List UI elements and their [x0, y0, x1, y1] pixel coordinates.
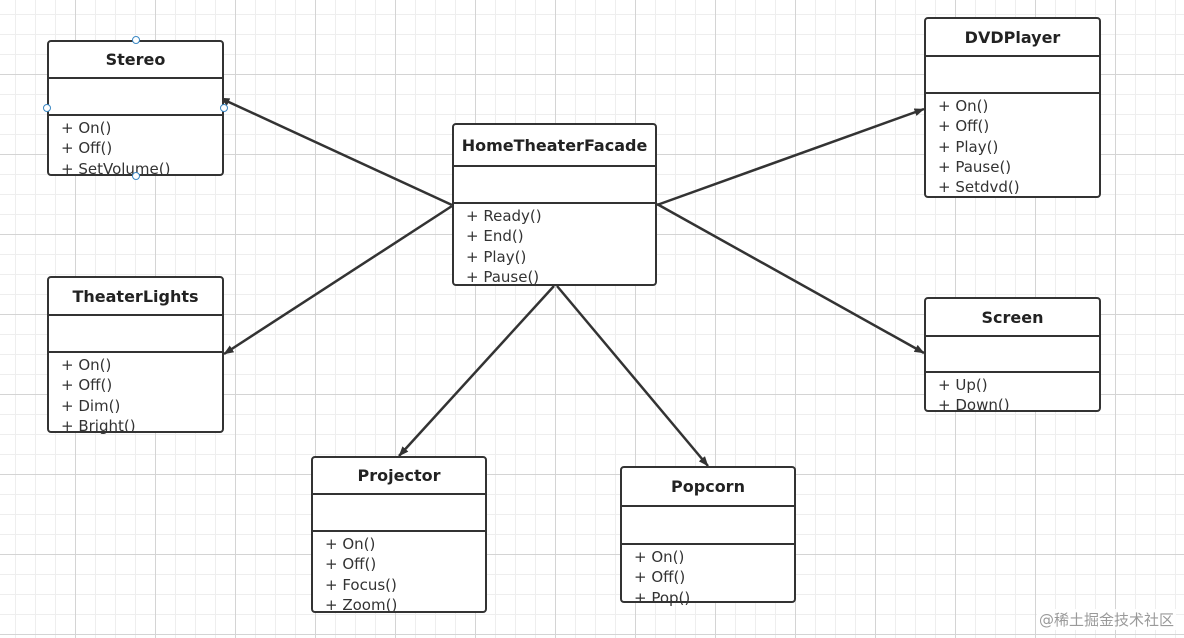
class-method: On()	[938, 96, 1099, 116]
class-method: End()	[466, 226, 655, 246]
class-method: Off()	[325, 554, 485, 574]
association-arrow-home-theater-facade-to-popcorn[interactable]	[556, 285, 709, 467]
selection-handle-bottom[interactable]	[131, 172, 140, 180]
class-box-screen[interactable]: ScreenUp()Down()	[924, 297, 1101, 414]
class-box-home-theater-facade[interactable]: HomeTheaterFacadeReady()End()Play()Pause…	[452, 123, 657, 286]
class-name: TheaterLights	[49, 278, 222, 316]
class-attributes-section	[313, 495, 485, 532]
class-name: Screen	[926, 299, 1099, 337]
class-method: Pause()	[466, 267, 655, 287]
class-method: Play()	[466, 247, 655, 267]
class-attributes-section	[49, 79, 222, 116]
class-box-stereo[interactable]: StereoOn()Off()SetVolume()	[47, 40, 224, 179]
class-attributes-section	[926, 57, 1099, 94]
class-method: Off()	[938, 116, 1099, 136]
class-method: Focus()	[325, 575, 485, 595]
class-name: Stereo	[49, 42, 222, 79]
class-attributes-section	[622, 507, 794, 545]
class-method: Up()	[938, 375, 1099, 395]
class-methods-section: On()Off()Dim()Bright()	[49, 353, 222, 436]
association-arrow-home-theater-facade-to-screen[interactable]	[656, 202, 925, 355]
watermark-label: @稀土掘金技术社区	[1036, 609, 1176, 630]
selection-handle-top[interactable]	[131, 36, 140, 44]
class-methods-section: On()Off()Pop()	[622, 545, 794, 608]
class-method: On()	[325, 534, 485, 554]
class-method: Off()	[61, 138, 222, 158]
selection-handle-right[interactable]	[220, 104, 228, 112]
class-name: HomeTheaterFacade	[454, 125, 655, 167]
association-arrow-home-theater-facade-to-stereo[interactable]	[219, 96, 453, 207]
class-methods-section: On()Off()Focus()Zoom()	[313, 532, 485, 615]
class-method: Off()	[634, 567, 794, 587]
class-attributes-section	[454, 167, 655, 204]
class-attributes-section	[49, 316, 222, 353]
class-method: Down()	[938, 395, 1099, 415]
class-method: Pop()	[634, 588, 794, 608]
class-box-popcorn[interactable]: PopcornOn()Off()Pop()	[620, 466, 796, 607]
class-box-theater-lights[interactable]: TheaterLightsOn()Off()Dim()Bright()	[47, 276, 224, 436]
class-attributes-section	[926, 337, 1099, 373]
class-method: Zoom()	[325, 595, 485, 615]
class-name: DVDPlayer	[926, 19, 1099, 57]
class-methods-section: Ready()End()Play()Pause()	[454, 204, 655, 287]
class-method: Bright()	[61, 416, 222, 436]
association-arrow-home-theater-facade-to-projector[interactable]	[398, 285, 555, 457]
class-box-dvd-player[interactable]: DVDPlayerOn()Off()Play()Pause()Setdvd()	[924, 17, 1101, 198]
class-method: Dim()	[61, 396, 222, 416]
class-method: On()	[634, 547, 794, 567]
class-methods-section: On()Off()SetVolume()	[49, 116, 222, 179]
class-method: Setdvd()	[938, 177, 1099, 197]
class-method: On()	[61, 355, 222, 375]
class-methods-section: On()Off()Play()Pause()Setdvd()	[926, 94, 1099, 197]
class-methods-section: Up()Down()	[926, 373, 1099, 416]
association-arrow-home-theater-facade-to-dvd-player[interactable]	[656, 107, 925, 207]
class-method: Pause()	[938, 157, 1099, 177]
class-name: Popcorn	[622, 468, 794, 507]
class-box-projector[interactable]: ProjectorOn()Off()Focus()Zoom()	[311, 456, 487, 615]
association-arrow-home-theater-facade-to-theater-lights[interactable]	[223, 204, 453, 356]
class-method: Play()	[938, 137, 1099, 157]
class-method: SetVolume()	[61, 159, 222, 179]
class-name: Projector	[313, 458, 485, 495]
class-method: Off()	[61, 375, 222, 395]
class-method: On()	[61, 118, 222, 138]
selection-handle-left[interactable]	[43, 104, 51, 112]
class-method: Ready()	[466, 206, 655, 226]
